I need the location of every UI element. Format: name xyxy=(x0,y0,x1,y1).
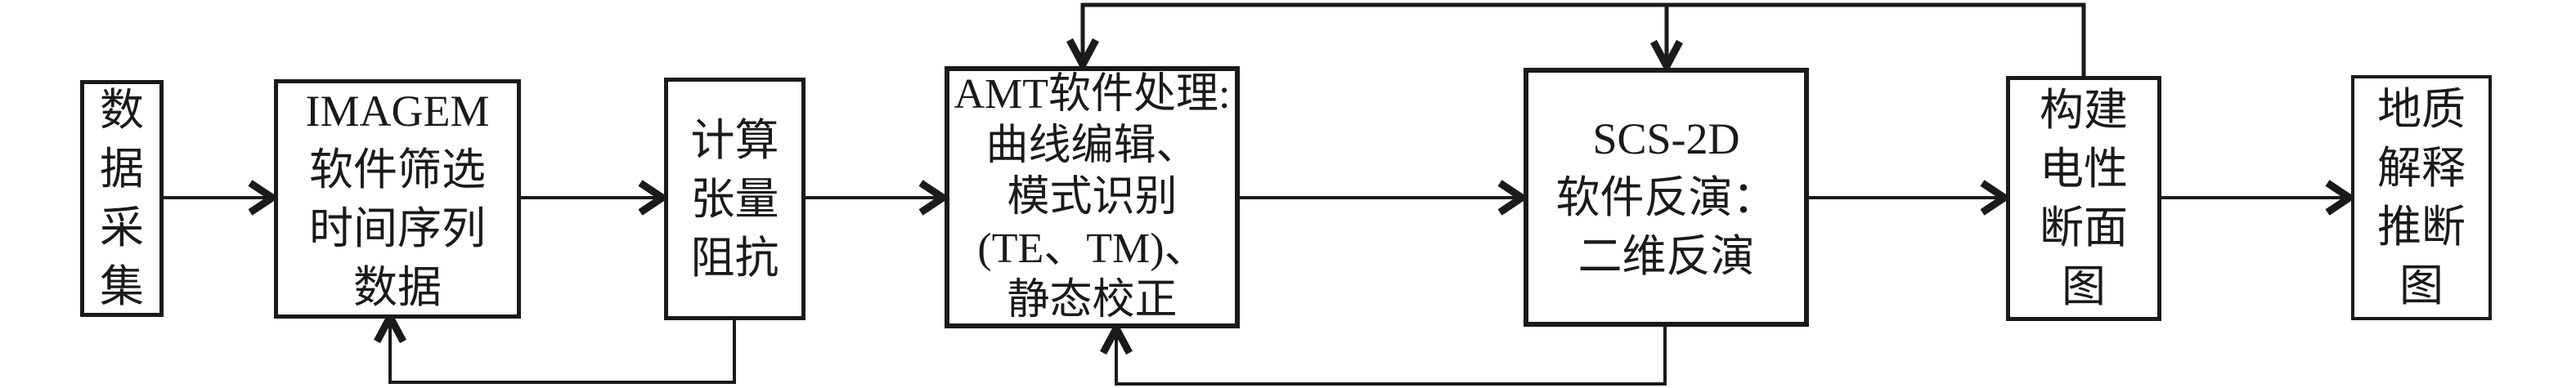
arrow-scs2d-to-section xyxy=(1809,180,2012,216)
feedback-section-to-amt-top xyxy=(1066,2,2086,76)
flow-box-amt-processing: AMT软件处理: 曲线编辑、 模式识别 (TE、TM)、 静态校正 xyxy=(945,66,1240,328)
flow-box-tensor-impedance: 计算 张量 阻抗 xyxy=(664,78,806,320)
arrow-tensor-to-amt xyxy=(806,180,950,216)
flow-box-imagem-filter: IMAGEM 软件筛选 时间序列 数据 xyxy=(274,79,521,319)
flow-box-geological-interpretation: 地质 解释 推断 图 xyxy=(2351,75,2492,320)
feedback-section-to-scs2d-top xyxy=(1650,5,1683,74)
arrow-amt-to-scs2d xyxy=(1240,180,1529,216)
arrow-data-to-imagem xyxy=(164,180,280,216)
arrow-imagem-to-tensor xyxy=(521,180,670,216)
flow-box-scs2d-inversion: SCS-2D 软件反演： 二维反演 xyxy=(1524,68,1809,327)
arrow-section-to-interpretation xyxy=(2161,180,2357,216)
flow-box-data-acquisition: 数 据 采 集 xyxy=(80,80,164,317)
flow-box-electrical-section: 构建 电性 断面 图 xyxy=(2006,76,2161,321)
feedback-scs2d-to-amt xyxy=(1100,320,1667,386)
feedback-tensor-to-imagem xyxy=(374,309,736,384)
